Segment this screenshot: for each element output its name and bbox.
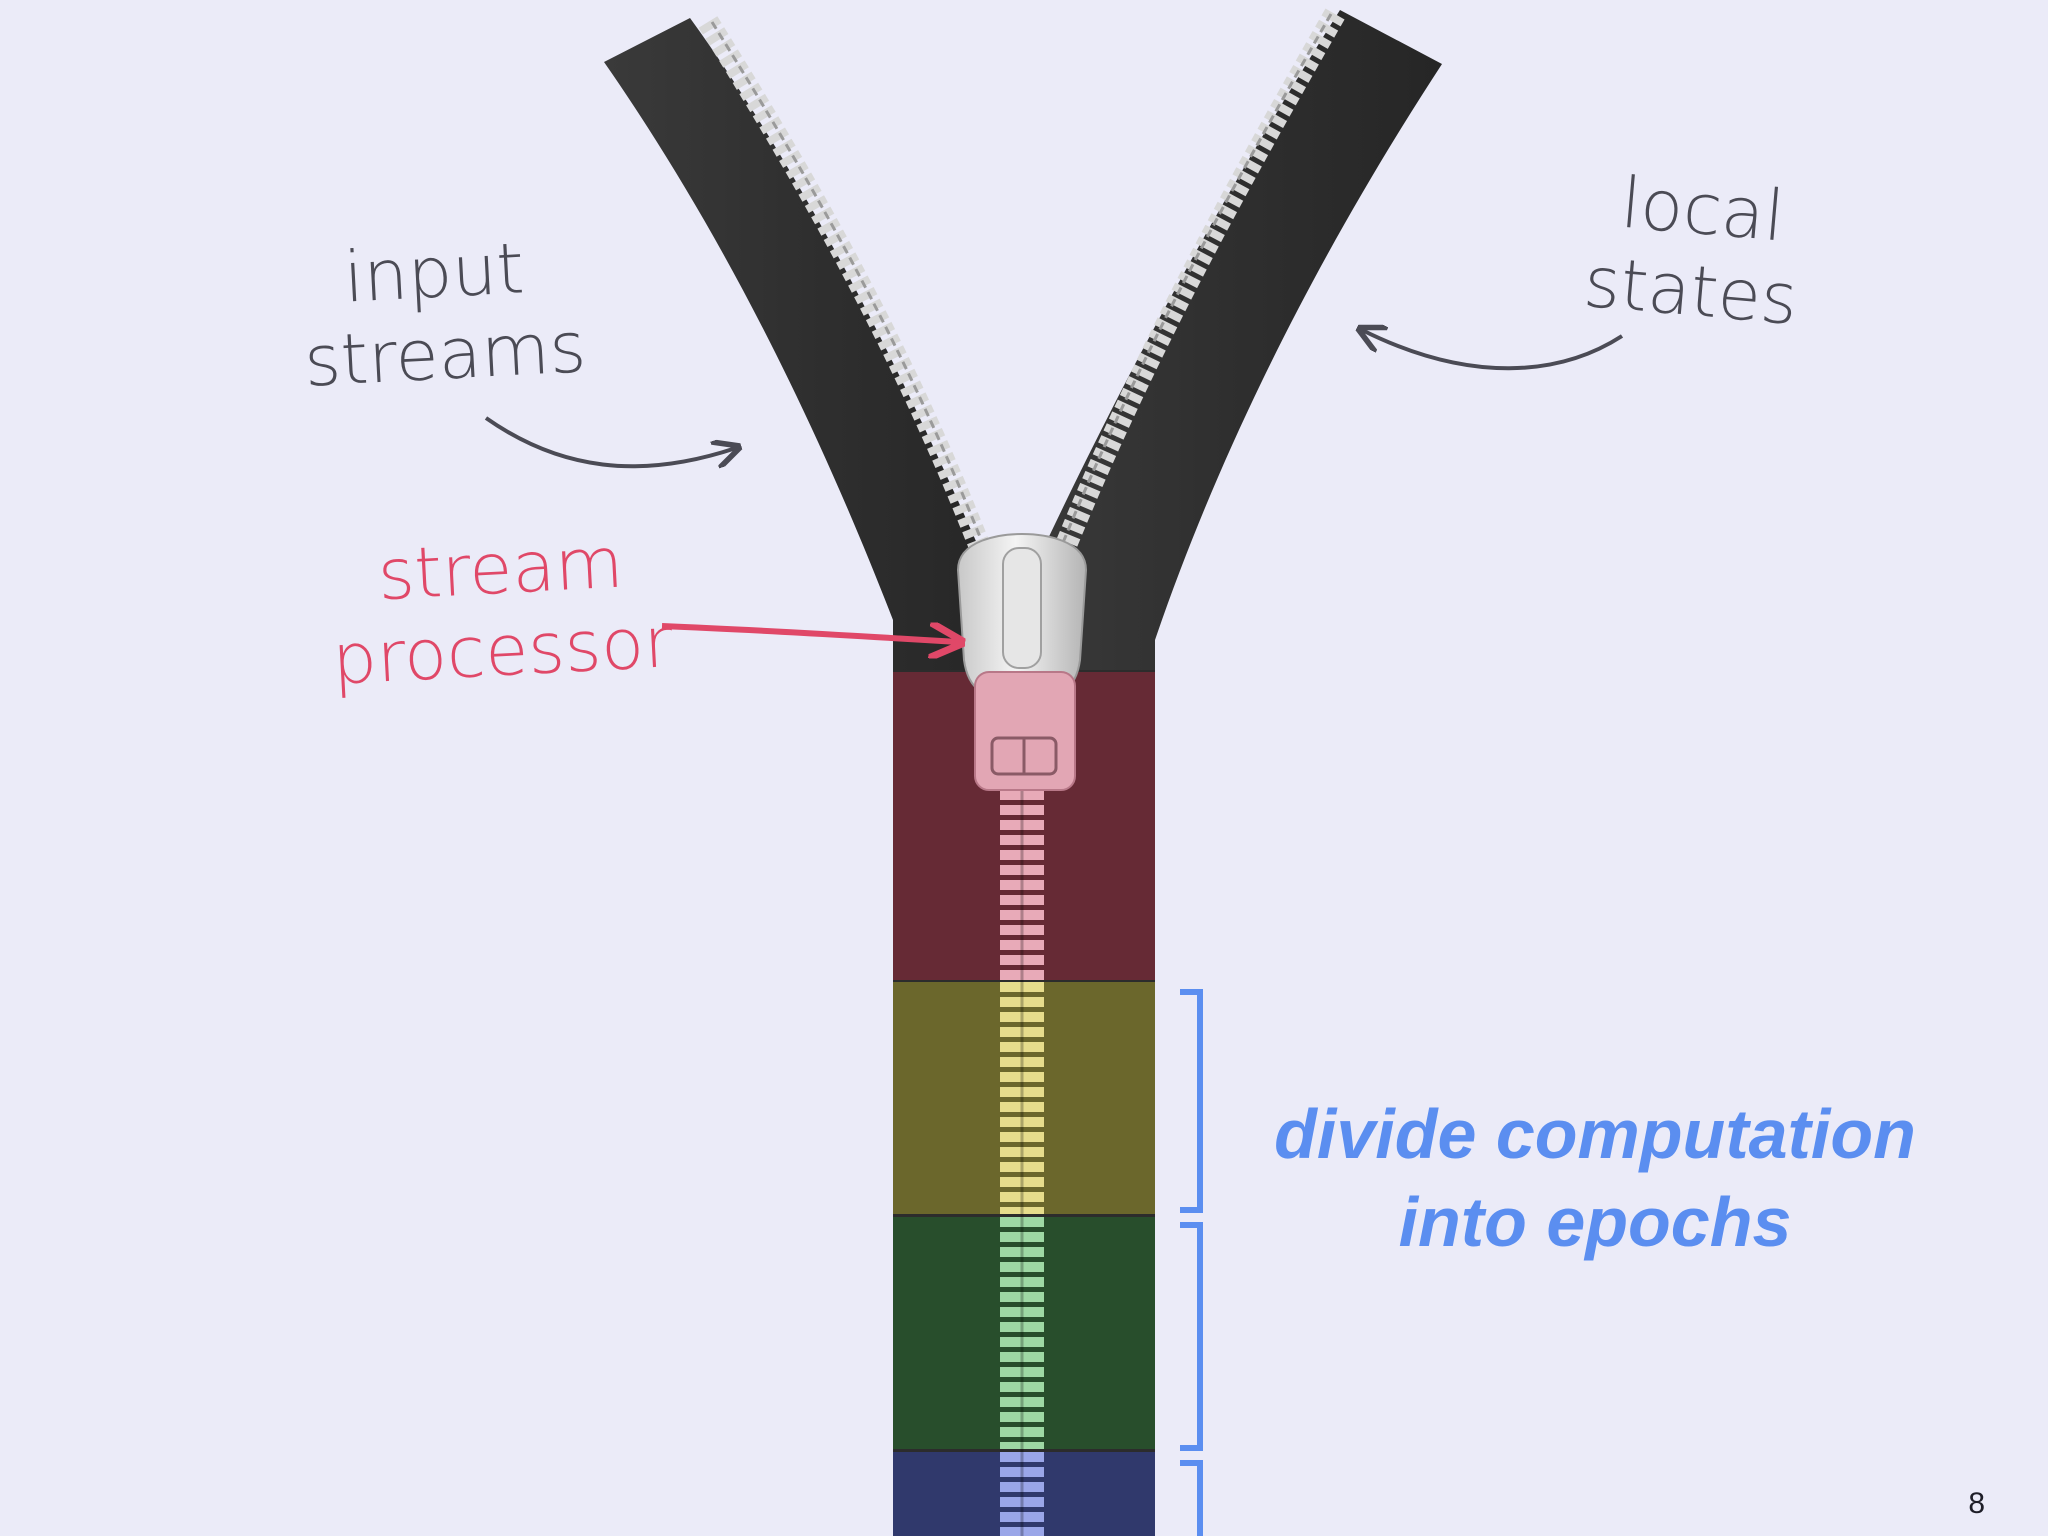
epochs-note-line-1: divide computation	[1274, 1095, 1916, 1173]
zipper-column	[893, 670, 1155, 1536]
curved-arrow-icon	[1362, 330, 1624, 371]
input-streams-label: input streams	[298, 225, 588, 403]
stream-processor-label: stream processor	[326, 520, 675, 701]
curved-arrow-icon	[484, 416, 736, 466]
local-states-label: local states	[1581, 160, 1808, 342]
page-number: 8	[1968, 1487, 1985, 1520]
input-streams-line-2: streams	[302, 306, 588, 403]
epochs-note-line-2: into epochs	[1398, 1183, 1792, 1261]
zipper-tape-right	[1010, 10, 1442, 680]
zipper-teeth-left	[698, 16, 996, 564]
zipper-teeth-right	[1049, 8, 1345, 565]
epoch-bracket-icon	[1180, 989, 1203, 1536]
red-arrow-icon	[661, 626, 958, 642]
epochs-note: divide computation into epochs	[1240, 1090, 1950, 1266]
slider-icon	[956, 532, 1088, 791]
input-streams-line-1: input	[341, 227, 526, 319]
epoch-band-3	[893, 1452, 1155, 1536]
zipper-tape-left	[604, 18, 1010, 680]
